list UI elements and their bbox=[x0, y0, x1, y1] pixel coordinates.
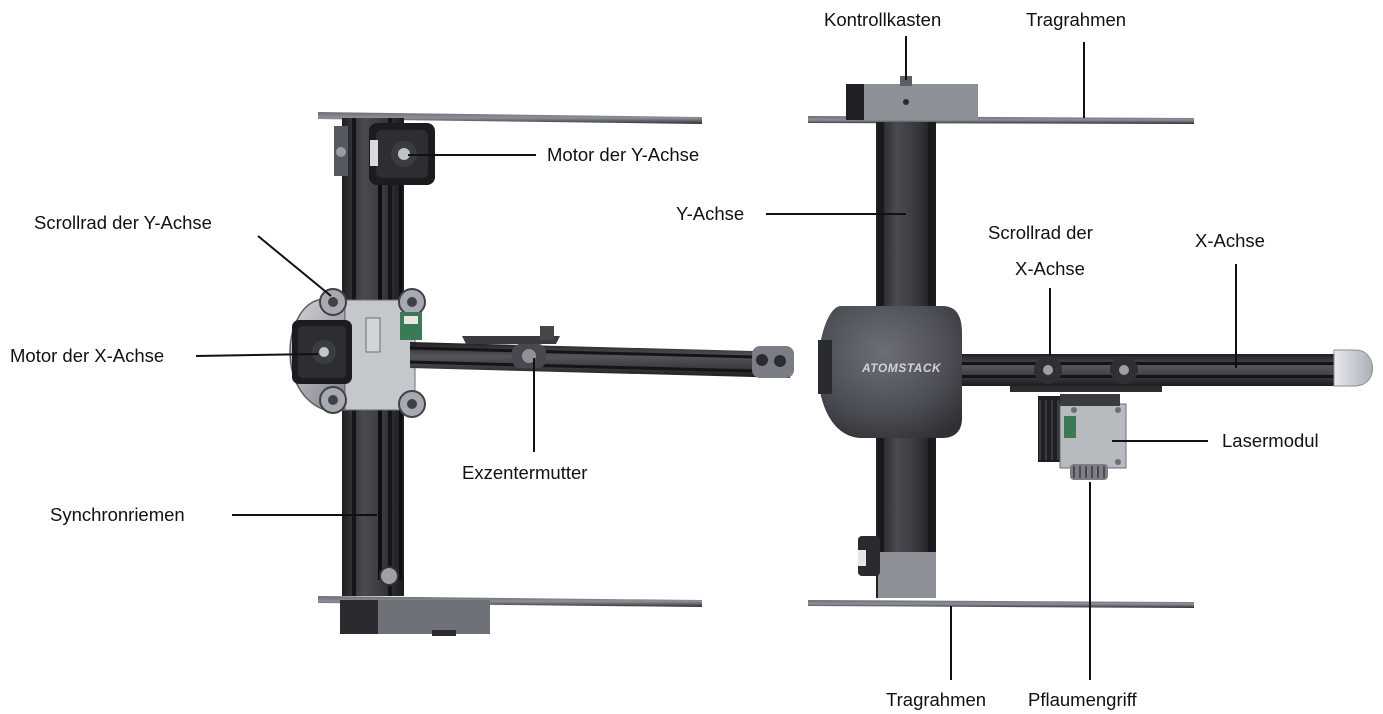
labels: Kontrollkasten Tragrahmen Motor der Y-Ac… bbox=[10, 9, 1319, 710]
y-carriage-housing: ATOMSTACK bbox=[818, 306, 962, 438]
bottom-support-plate-right bbox=[808, 600, 1194, 608]
label-support-frame-bottom: Tragrahmen bbox=[886, 689, 986, 710]
x-axis-profile-left bbox=[409, 326, 794, 378]
label-timing-belt: Synchronriemen bbox=[50, 504, 185, 525]
label-x-axis: X-Achse bbox=[1195, 230, 1265, 251]
y-axis-motor-body bbox=[369, 123, 435, 185]
label-y-axis-motor: Motor der Y-Achse bbox=[547, 144, 699, 165]
atomstack-logo: ATOMSTACK bbox=[861, 361, 942, 375]
control-box-left bbox=[340, 600, 490, 636]
label-y-axis-scroll-wheel: Scrollrad der Y-Achse bbox=[34, 212, 212, 233]
right-machine: ATOMSTACK bbox=[808, 76, 1373, 608]
x-axis-carriage-left bbox=[289, 288, 426, 418]
bottom-support-plate-left bbox=[318, 596, 702, 607]
label-laser-module: Lasermodul bbox=[1222, 430, 1319, 451]
label-eccentric-nut: Exzentermutter bbox=[462, 462, 587, 483]
x-axis-end-cap bbox=[1333, 349, 1373, 387]
label-x-axis-scroll-wheel-line2: X-Achse bbox=[1015, 258, 1085, 279]
control-box-right bbox=[846, 76, 978, 120]
label-support-frame-top: Tragrahmen bbox=[1026, 9, 1126, 30]
label-control-box: Kontrollkasten bbox=[824, 9, 941, 30]
label-x-axis-scroll-wheel-line1: Scrollrad der bbox=[988, 222, 1093, 243]
leader-y-axis-scroll-wheel bbox=[257, 235, 332, 297]
top-support-plate-left bbox=[318, 112, 702, 124]
label-plum-handle: Pflaumengriff bbox=[1028, 689, 1138, 710]
leader-lines bbox=[195, 36, 1237, 680]
leader-x-axis-motor bbox=[195, 353, 319, 357]
label-x-axis-motor: Motor der X-Achse bbox=[10, 345, 164, 366]
label-y-axis: Y-Achse bbox=[676, 203, 744, 224]
left-machine bbox=[289, 112, 794, 636]
x-axis-profile-right bbox=[950, 349, 1373, 392]
laser-module-body bbox=[1038, 394, 1127, 480]
